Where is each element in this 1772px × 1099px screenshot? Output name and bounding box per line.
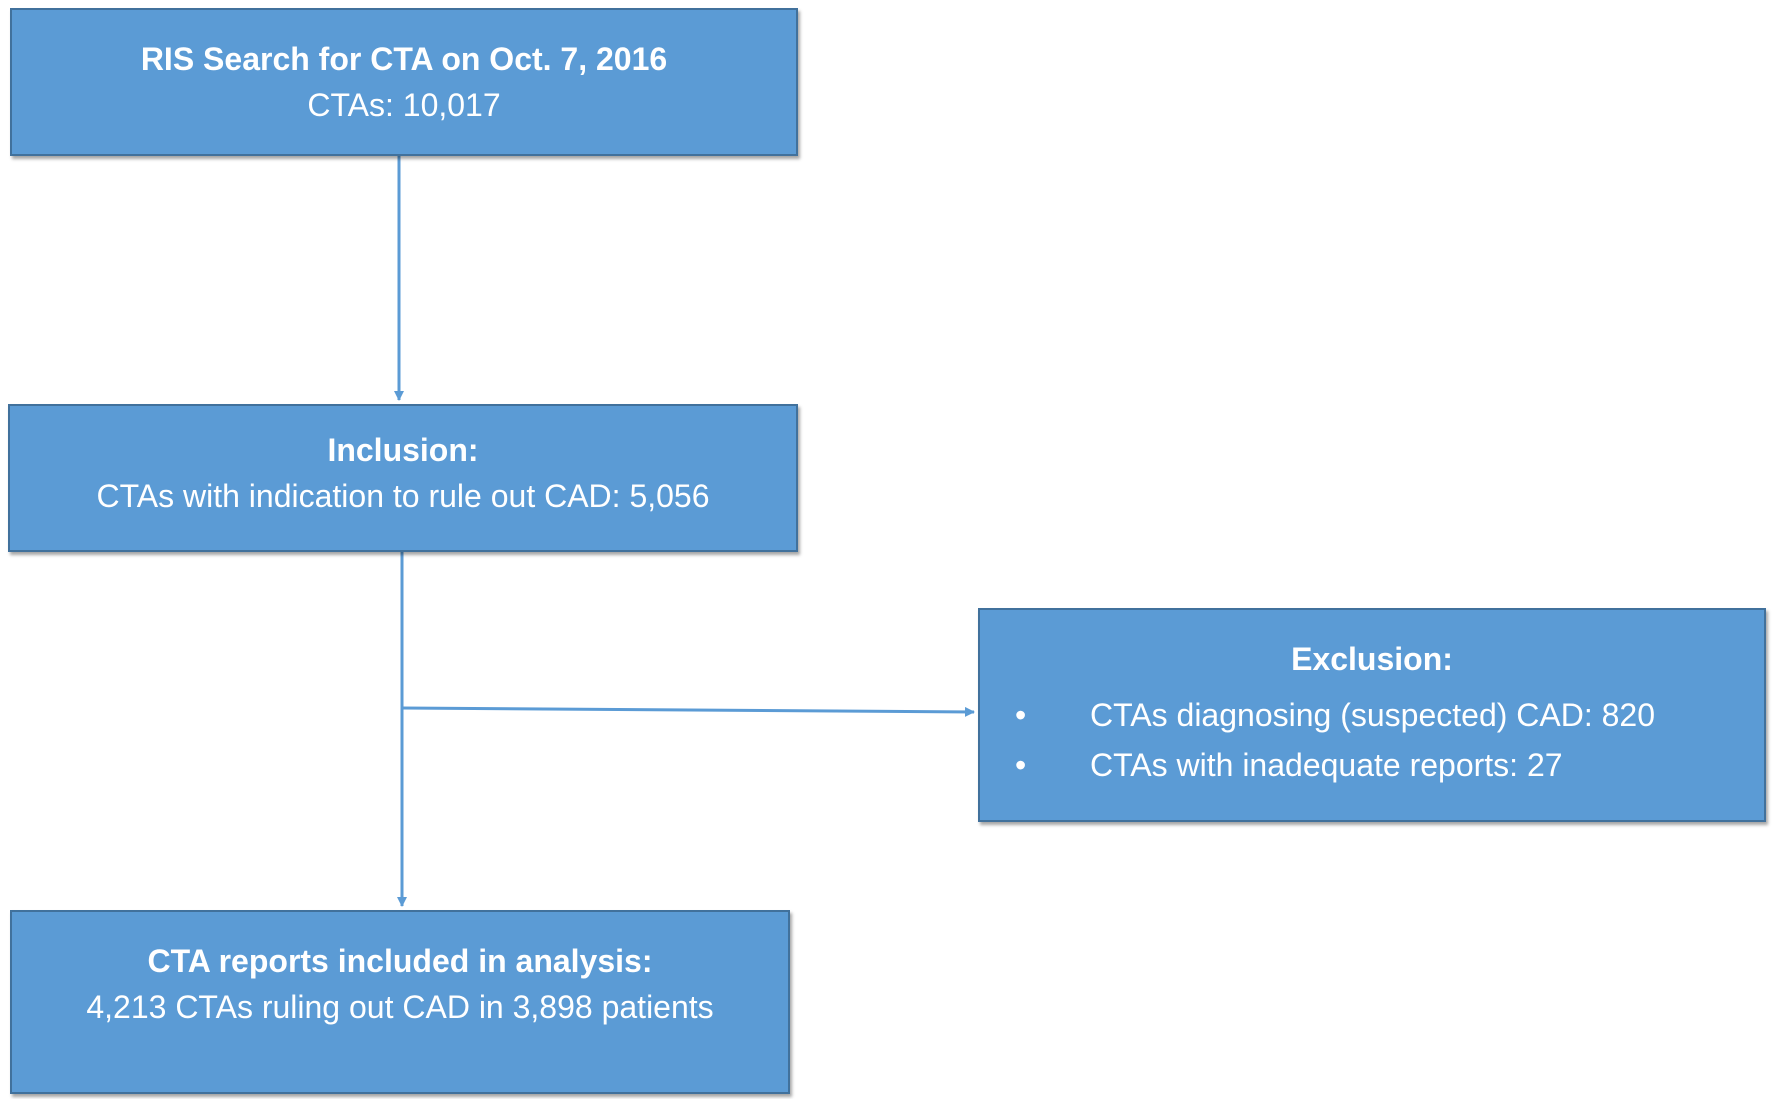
exclusion-item-label: CTAs diagnosing (suspected) CAD: 820 [1090, 697, 1656, 733]
search-title: RIS Search for CTA on Oct. 7, 2016 [140, 41, 668, 77]
exclusion-box: Exclusion: • CTAs diagnosing (suspected)… [978, 608, 1766, 822]
exclusion-list: • CTAs diagnosing (suspected) CAD: 820 •… [980, 690, 1764, 790]
arrow-to-exclusion [401, 706, 975, 717]
bullet-icon: • [1015, 747, 1027, 783]
exclusion-title: Exclusion: [1291, 641, 1453, 677]
final-box: CTA reports included in analysis: 4,213 … [10, 910, 790, 1094]
search-count: CTAs: 10,017 [307, 87, 501, 123]
inclusion-title: Inclusion: [327, 432, 479, 468]
exclusion-item-label: CTAs with inadequate reports: 27 [1090, 747, 1563, 783]
inclusion-box: Inclusion: CTAs with indication to rule … [8, 404, 798, 552]
exclusion-item: • CTAs with inadequate reports: 27 [980, 740, 1764, 790]
search-box: RIS Search for CTA on Oct. 7, 2016 CTAs:… [10, 8, 798, 156]
final-count: 4,213 CTAs ruling out CAD in 3,898 patie… [86, 989, 714, 1025]
final-title: CTA reports included in analysis: [147, 943, 653, 979]
bullet-icon: • [1015, 697, 1027, 733]
exclusion-item: • CTAs diagnosing (suspected) CAD: 820 [980, 690, 1764, 740]
inclusion-count: CTAs with indication to rule out CAD: 5,… [96, 478, 710, 514]
